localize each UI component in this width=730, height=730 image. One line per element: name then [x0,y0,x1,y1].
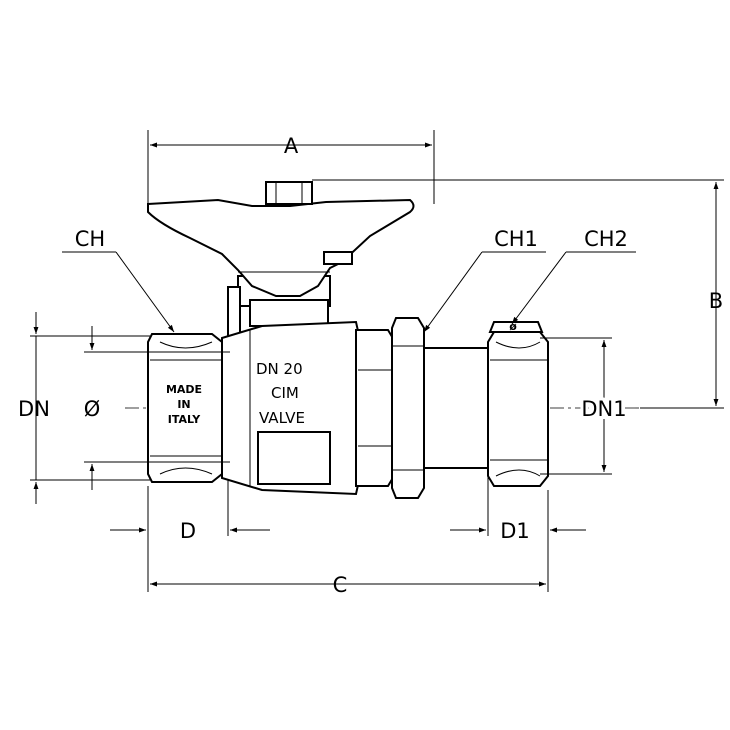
dimension-d1-label: D1 [500,519,530,543]
ch2-nut-chamfer [495,341,541,349]
dimension-b-label: B [709,289,723,313]
ch2-nut-chamfer [495,469,541,477]
dimension-a [147,130,435,206]
origin-line-1: MADE [166,383,202,396]
dimension-b [312,179,724,409]
dimension-dn-label: DN [18,397,50,421]
valve-body [221,320,361,496]
body-label-plate [257,431,331,485]
butterfly-handle [147,198,415,297]
right-body-hex [355,329,395,487]
dimension-dn [30,312,150,504]
dimension-d [110,480,270,536]
dimension-c [147,486,549,592]
dimension-d-label: D [180,519,196,543]
ch2-diameter-mark: ø [509,320,517,333]
dimension-bore [84,326,230,490]
ch1-nut [391,317,425,499]
leader-ch1-label: CH1 [494,227,538,251]
valve-outline [125,181,640,499]
left-hex-end [147,333,223,483]
stem-collar [249,299,329,327]
leader-ch1 [423,251,546,333]
body-brand-marking: CIM [271,384,299,402]
ch2-union-nut [487,331,549,487]
handle-nut [265,181,313,205]
origin-line-2: IN [177,398,190,411]
stem-stop [227,286,241,341]
left-hex-chamfer [159,467,213,475]
handle-indicator [323,251,353,265]
dimension-d1 [450,470,586,536]
leader-ch2-label: CH2 [584,227,628,251]
body-type-marking: VALVE [259,409,305,427]
dimension-dn1 [540,337,612,475]
origin-line-3: ITALY [168,413,202,426]
leader-ch-label: CH [75,227,105,251]
body-size-marking: DN 20 [256,360,303,378]
left-hex-chamfer [159,341,213,349]
leader-ch2 [511,251,636,325]
dimension-dn1-label: DN1 [581,397,626,421]
ch2-nut-top-ring [488,321,544,333]
dimension-bore-label: Ø [84,397,101,421]
union-sleeve [423,347,489,469]
dimension-a-label: A [284,134,299,158]
leader-ch [62,251,175,333]
dimension-c-label: C [333,573,348,597]
